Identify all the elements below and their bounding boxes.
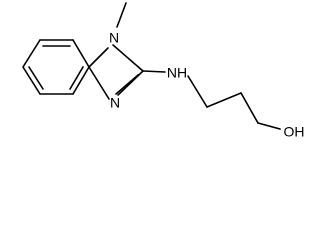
double-bond-inner bbox=[69, 66, 84, 90]
bond bbox=[187, 75, 208, 108]
bond bbox=[22, 39, 41, 68]
bond bbox=[206, 92, 242, 108]
imidazole-ring bbox=[88, 44, 144, 100]
benzene-ring bbox=[22, 39, 90, 95]
double-bond-inner bbox=[28, 66, 44, 90]
atom-label-n3: N bbox=[110, 95, 120, 111]
atom-label-n1: N bbox=[109, 30, 119, 46]
bond bbox=[88, 47, 109, 68]
bond bbox=[117, 70, 144, 96]
bond bbox=[22, 66, 41, 95]
bond bbox=[72, 66, 90, 95]
bond bbox=[240, 92, 259, 124]
atom-label-nh: NH bbox=[167, 65, 187, 81]
double-bond-inner bbox=[115, 74, 139, 95]
atom-label-oh: OH bbox=[284, 124, 305, 140]
methyl-bond bbox=[116, 2, 127, 28]
bond bbox=[72, 39, 90, 68]
bond bbox=[257, 122, 281, 130]
bond bbox=[88, 66, 110, 100]
bond bbox=[112, 44, 144, 72]
chemical-structure-diagram: N N NH OH bbox=[22, 2, 305, 140]
bond bbox=[142, 70, 166, 73]
